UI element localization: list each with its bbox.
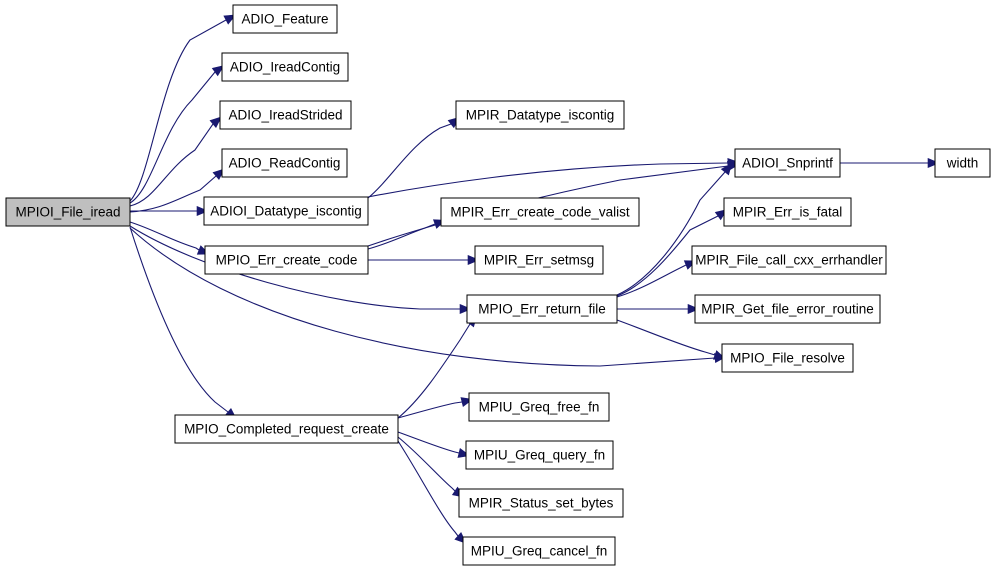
call-edge-n10-to-n13 [616,215,719,297]
call-edge-n5-to-n11 [367,162,729,198]
node-box[interactable] [5,197,131,227]
node-box[interactable] [462,536,616,566]
node-label: MPIO_File_resolve [730,351,845,366]
node-label: MPIOI_File_iread [15,205,120,220]
edge-arrowhead [927,157,940,169]
graph-node-adio-feature[interactable]: ADIO_Feature [232,4,338,34]
node-box[interactable] [694,294,881,324]
call-edge-n17-to-n21 [397,440,459,537]
node-label: ADIOI_Datatype_iscontig [210,204,362,219]
node-box[interactable] [465,440,614,470]
node-box[interactable] [232,4,338,34]
graph-node-mpio-err-create-code[interactable]: MPIO_Err_create_code [204,245,369,275]
node-label: MPIO_Completed_request_create [184,422,389,437]
node-box[interactable] [474,245,604,275]
call-edge-n10-to-n16 [616,319,716,356]
call-edge-n0-to-n16 [129,227,716,367]
call-edge-n17-to-n19 [397,431,460,454]
edge-arrowhead [459,303,472,315]
call-edge-n0-to-n2 [129,71,216,204]
graph-node-mpir-get-file-error-routine[interactable]: MPIR_Get_file_error_routine [694,294,881,324]
node-label: ADIO_ReadContig [229,156,341,171]
edge-arrowhead [720,162,733,176]
node-box[interactable] [691,245,887,275]
edge-arrowhead [687,303,700,315]
node-box[interactable] [174,414,399,444]
graph-node-mpiu-greq-free-fn[interactable]: MPIU_Greq_free_fn [468,392,610,422]
node-box[interactable] [721,343,854,373]
node-box[interactable] [219,100,352,130]
graph-node-mpir-err-setmsg[interactable]: MPIR_Err_setmsg [474,245,604,275]
edge-arrowhead [196,205,209,217]
node-label: width [946,156,979,171]
call-edge-n0-to-n17 [129,226,229,413]
call-edge-n0-to-n3 [129,123,214,207]
node-box[interactable] [723,197,852,227]
node-label: MPIR_Err_setmsg [484,253,594,268]
arrowheads-layer [196,14,940,544]
node-label: MPIR_Err_create_code_valist [450,205,630,220]
graph-node-mpir-datatype-iscontig[interactable]: MPIR_Datatype_iscontig [455,100,625,130]
node-label: MPIR_Err_is_fatal [733,205,843,220]
graph-node-mpio-err-return-file[interactable]: MPIO_Err_return_file [466,294,618,324]
node-box[interactable] [203,196,369,226]
node-label: MPIU_Greq_cancel_fn [471,544,608,559]
call-edge-n0-to-n6 [129,221,200,251]
node-label: ADIO_Feature [241,12,328,27]
call-edge-n0-to-n1 [129,19,227,202]
node-box[interactable] [440,197,640,227]
call-edge-n10-to-n11 [616,171,726,296]
node-box[interactable] [934,148,991,178]
edge-arrowhead [467,254,480,266]
node-box[interactable] [204,245,369,275]
graph-node-adio-ireadcontig[interactable]: ADIO_IreadContig [221,52,349,82]
graph-node-mpir-file-call-cxx-errhandler[interactable]: MPIR_File_call_cxx_errhandler [691,245,887,275]
node-label: MPIO_Err_create_code [216,253,358,268]
graph-node-mpiu-greq-query-fn[interactable]: MPIU_Greq_query_fn [465,440,614,470]
nodes-layer: MPIOI_File_iread ADIO_FeatureADIO_IreadCo… [5,4,991,566]
node-label: ADIO_IreadStrided [228,108,342,123]
node-box[interactable] [221,52,349,82]
node-box[interactable] [221,148,348,178]
node-box[interactable] [468,392,610,422]
node-label: MPIU_Greq_free_fn [479,400,600,415]
call-edge-n5-to-n7 [367,123,452,199]
call-edge-n10-to-n14 [616,264,687,298]
node-label: ADIOI_Snprintf [742,156,833,171]
graph-node-mpir-err-create-code-valist[interactable]: MPIR_Err_create_code_valist [440,197,640,227]
graph-node-width[interactable]: width [934,148,991,178]
node-box[interactable] [734,148,841,178]
graph-node-adio-ireadstrided[interactable]: ADIO_IreadStrided [219,100,352,130]
node-box[interactable] [455,100,625,130]
node-label: MPIR_Datatype_iscontig [466,108,615,123]
edge-arrowhead [209,116,223,129]
graph-node-adio-readcontig[interactable]: ADIO_ReadContig [221,148,348,178]
graph-node-mpir-err-is-fatal[interactable]: MPIR_Err_is_fatal [723,197,852,227]
node-box[interactable] [466,294,618,324]
call-edge-n0-to-n4 [129,175,217,213]
call-edge-n17-to-n20 [397,436,456,492]
node-label: MPIR_Status_set_bytes [469,496,614,511]
node-box[interactable] [458,488,624,518]
graph-node-adioi-datatype-iscontig[interactable]: ADIOI_Datatype_iscontig [203,196,369,226]
graph-node-mpio-file-resolve[interactable]: MPIO_File_resolve [721,343,854,373]
edge-arrowhead [211,65,225,77]
node-label: MPIR_File_call_cxx_errhandler [695,253,883,268]
graph-node-adioi-snprintf[interactable]: ADIOI_Snprintf [734,148,841,178]
node-label: MPIR_Get_file_error_routine [701,302,874,317]
node-label: ADIO_IreadContig [230,60,340,75]
graph-node-mpioi-file-iread[interactable]: MPIOI_File_iread [5,197,131,227]
graph-node-mpir-status-set-bytes[interactable]: MPIR_Status_set_bytes [458,488,624,518]
call-edge-n17-to-n10 [397,323,471,419]
call-edge-n0-to-n10 [129,225,460,310]
node-label: MPIO_Err_return_file [478,302,606,317]
node-label: MPIU_Greq_query_fn [474,448,605,463]
call-edge-n17-to-n18 [397,401,463,419]
graph-node-mpiu-greq-cancel-fn[interactable]: MPIU_Greq_cancel_fn [462,536,616,566]
graph-node-mpio-completed-request-create[interactable]: MPIO_Completed_request_create [174,414,399,444]
